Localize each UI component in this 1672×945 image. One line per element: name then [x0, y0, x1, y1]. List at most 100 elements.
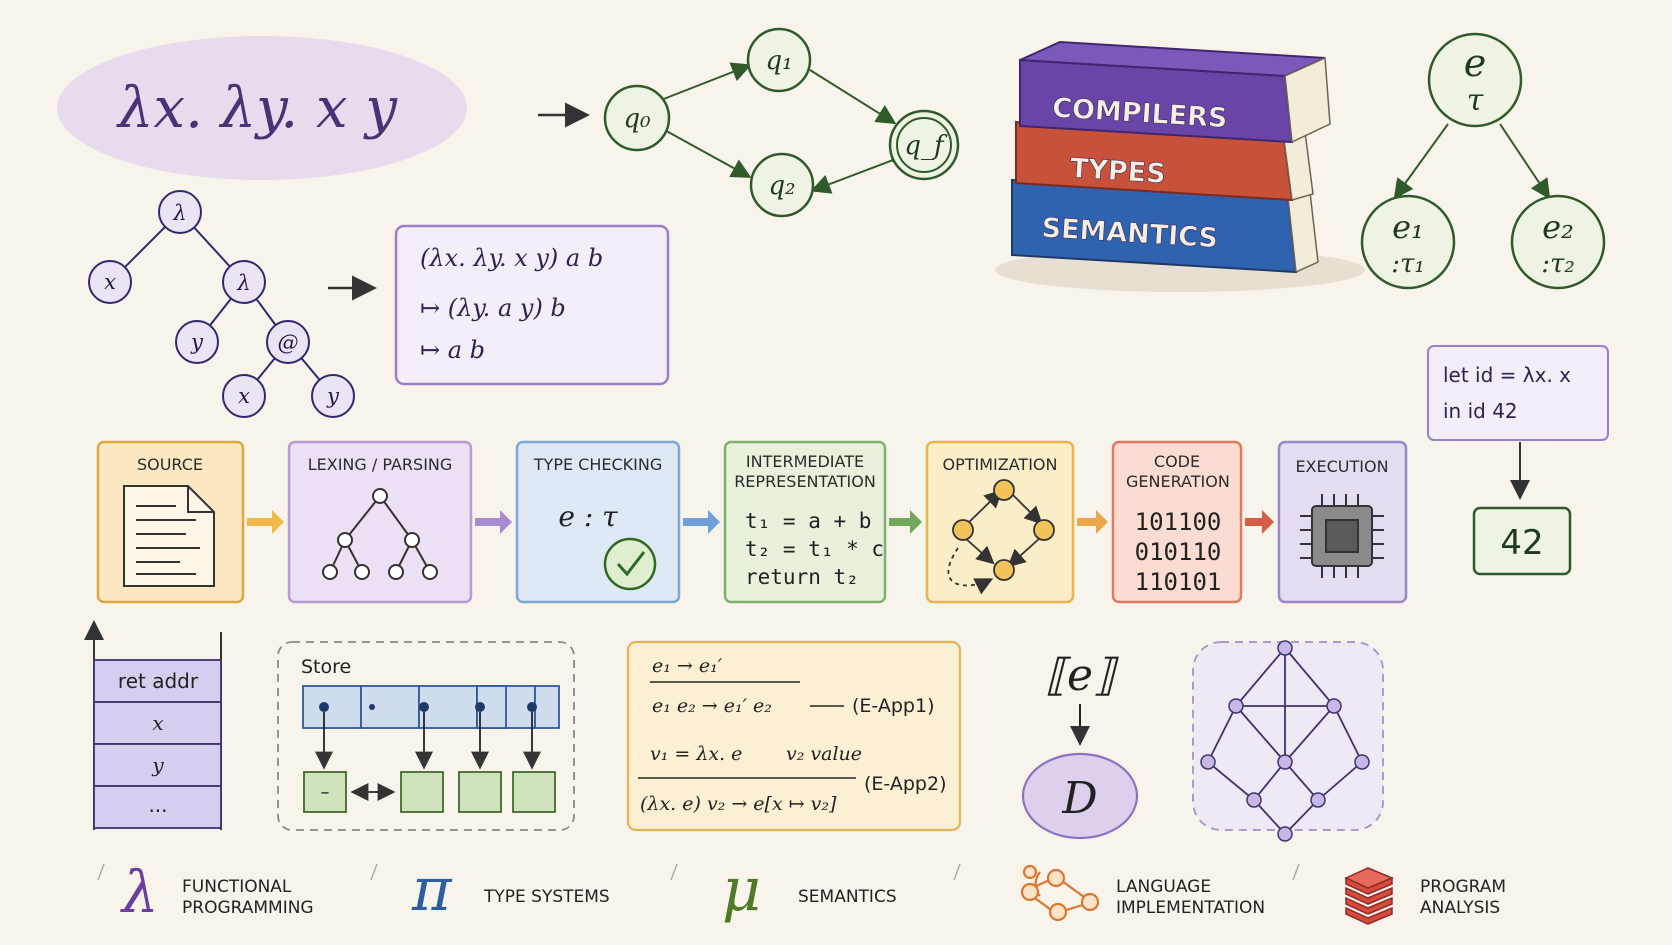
legend-label: IMPLEMENTATION: [1116, 898, 1265, 918]
ir-code-line: t₁ = a + b: [745, 509, 871, 533]
lambda-expression-banner: λx. λy. x y: [57, 36, 467, 180]
ast-node-root: [158, 190, 202, 234]
inference-rules-box: [626, 640, 962, 832]
rule-premise: e₁ → e₁′: [652, 655, 723, 677]
state-q0-label: q₀: [623, 104, 651, 134]
ast-label: x: [104, 270, 116, 294]
optimization-graph-icon: [947, 479, 1055, 595]
legend-label: SEMANTICS: [798, 887, 897, 907]
store-null-pointer: –: [321, 782, 330, 803]
semantic-domain-label: D: [1061, 773, 1097, 824]
type-tree-root: [1427, 32, 1523, 128]
topic-legend: λ FUNCTIONAL PROGRAMMING π TYPE SYSTEMS …: [97, 855, 1506, 926]
pipeline-arrow: [475, 510, 512, 534]
type-tree-root-type: τ: [1467, 83, 1484, 118]
stack-cell: [93, 785, 222, 829]
let-result-box: [1472, 506, 1572, 576]
mu-icon: μ: [722, 855, 761, 925]
parse-tree-icon: [322, 488, 438, 580]
denotation-bracket: ⟦e⟧: [1045, 650, 1119, 701]
ast-node: [222, 260, 266, 304]
stage-label: TYPE CHECKING: [533, 455, 662, 474]
state-q1: [746, 27, 812, 93]
rule-conclusion: (λx. e) v₂ → e[x ↦ v₂]: [640, 793, 837, 815]
rule-name: (E-App2): [864, 773, 946, 795]
ast-node: [311, 374, 355, 418]
reduction-line: ↦ a b: [420, 336, 485, 364]
type-judgement: e : τ: [558, 500, 618, 533]
stage-intermediate-representation: [723, 440, 887, 604]
stack-cell-label: ...: [148, 793, 167, 817]
ast-node: [222, 374, 266, 418]
state-qf: [888, 109, 960, 181]
stage-code-generation: [1111, 440, 1243, 604]
ir-code-line: return t₂: [745, 565, 859, 589]
stage-label: CODE GENERATION: [1126, 452, 1230, 491]
pipeline-arrow: [683, 510, 720, 534]
typing-derivation-tree: [1360, 32, 1606, 290]
ast-label: @: [278, 331, 299, 355]
state-qf-label: q_f: [904, 131, 948, 161]
type-tree-left: [1360, 194, 1456, 290]
stage-label: OPTIMIZATION: [943, 455, 1058, 474]
store-diagram: [277, 641, 575, 831]
state-q1-label: q₁: [765, 46, 792, 76]
stacked-layers-icon: [1344, 867, 1394, 925]
let-result-value: 42: [1500, 523, 1543, 563]
pipeline-arrow: [247, 510, 284, 534]
ast-label: λ: [172, 201, 186, 225]
rule-premise: v₂ value: [786, 743, 862, 765]
ast-node: [88, 260, 132, 304]
store-label: Store: [301, 656, 351, 678]
stage-label: EXECUTION: [1295, 457, 1388, 476]
pipeline-arrow: [1077, 510, 1108, 534]
stage-label-codegen: CODE GENERATION: [1126, 452, 1230, 491]
pi-icon: π: [411, 855, 453, 925]
state-q2: [749, 152, 815, 218]
let-example-line: in id 42: [1443, 399, 1518, 423]
stack-cell-label: ret addr: [118, 669, 199, 693]
checkmark-icon: [603, 537, 657, 591]
rule-name: (E-App1): [852, 695, 934, 717]
stack-cell: [93, 659, 222, 703]
lattice-diagram: [1192, 640, 1384, 842]
cpu-chip-icon: [1300, 494, 1384, 578]
ir-code-line: t₂ = t₁ * c: [745, 537, 884, 561]
legend-label: LANGUAGE: [1116, 877, 1211, 897]
book-title-types: TYPES: [1069, 153, 1166, 190]
pipeline-arrow: [1245, 510, 1274, 534]
pipeline-arrow: [889, 510, 922, 534]
ast-label: λ: [236, 271, 250, 295]
type-tree-left-expr: e₁: [1392, 208, 1424, 246]
reduction-line: (λx. λy. x y) a b: [420, 244, 603, 272]
stage-label-ir: INTERMEDIATE REPRESENTATION: [734, 452, 876, 491]
type-tree-right-type: :τ₂: [1541, 249, 1575, 279]
implementation-graph-icon: [1020, 864, 1100, 922]
legend-label: TYPE SYSTEMS: [483, 887, 610, 907]
type-tree-left-type: :τ₁: [1391, 249, 1425, 279]
state-q0: [603, 84, 671, 152]
stage-label: LEXING / PARSING: [308, 455, 453, 474]
stack-cell-label: x: [152, 711, 163, 735]
stack-cell-label: y: [151, 753, 164, 777]
rule-conclusion: e₁ e₂ → e₁′ e₂: [652, 695, 772, 717]
rule-premise: v₁ = λx. e: [650, 743, 742, 765]
type-tree-root-expr: e: [1464, 41, 1487, 85]
ast-label: x: [238, 384, 250, 408]
reduction-box: [394, 224, 670, 386]
abstract-syntax-tree: [88, 190, 355, 418]
type-tree-right: [1510, 194, 1606, 290]
stage-optimization: [925, 440, 1075, 604]
ast-label: y: [190, 330, 204, 354]
ast-node: [175, 320, 219, 364]
ast-label: y: [326, 384, 340, 408]
book-stack: [995, 40, 1365, 292]
legend-label: FUNCTIONAL: [182, 877, 292, 897]
let-example-box: [1427, 345, 1609, 441]
lambda-expression-text: λx. λy. x y: [116, 76, 398, 141]
type-tree-right-expr: e₂: [1542, 208, 1574, 246]
binary-line: 010110: [1135, 538, 1222, 566]
lambda-icon: λ: [120, 858, 159, 926]
automaton-diagram: [603, 27, 960, 218]
